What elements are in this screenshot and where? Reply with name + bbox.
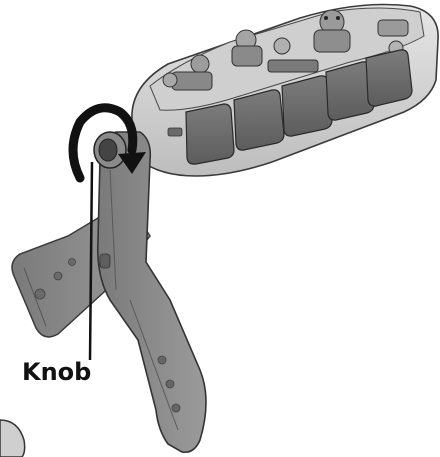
knob bbox=[94, 132, 126, 168]
front-leg bbox=[98, 132, 206, 452]
edge-circle-fragment bbox=[0, 420, 25, 457]
piano-body bbox=[132, 5, 438, 177]
callout-leader-line bbox=[90, 162, 92, 360]
knob-callout-label: Knob bbox=[22, 358, 91, 386]
